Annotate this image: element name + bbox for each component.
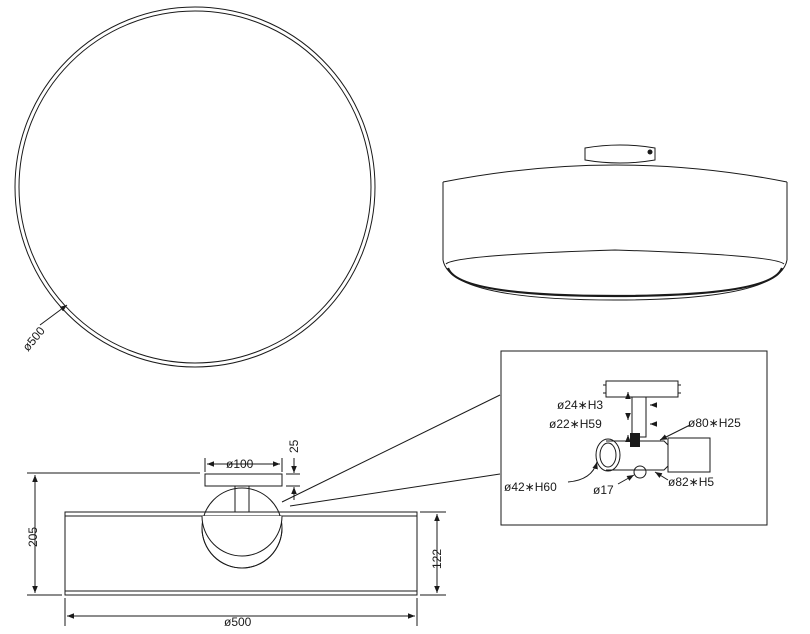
perspective-shade-rim [445, 249, 785, 265]
detail-lamp-holder [667, 437, 711, 473]
canopy-diameter-label: ø100 [226, 457, 254, 471]
side-rod [234, 485, 250, 513]
shade-width-label: ø500 [224, 615, 252, 629]
side-view: ø100 25 205 122 ø500 [26, 394, 501, 629]
detail-leader-top [281, 394, 501, 503]
perspective-canopy-screw [647, 149, 653, 155]
detail-ring-leader [659, 424, 691, 441]
detail-knob-label: ø17 [593, 483, 614, 497]
detail-body-leader [567, 461, 598, 483]
top-view: ø500 [14, 6, 376, 368]
detail-socket-ring-label: ø80∗H25 [688, 416, 741, 430]
detail-knob [633, 465, 647, 479]
detail-socket-ring [630, 433, 640, 447]
detail-mount-plate [603, 380, 681, 398]
canopy-height-label: 25 [287, 439, 301, 453]
top-view-diameter-leader [39, 304, 68, 326]
side-bulb-cover [201, 515, 283, 557]
detail-rod-label: ø22∗H59 [549, 417, 602, 431]
side-canopy [204, 473, 283, 487]
top-view-outer-circle [14, 6, 376, 368]
detail-socket-body-label: ø42∗H60 [504, 480, 557, 494]
detail-flange-label: ø82∗H5 [668, 475, 714, 489]
perspective-view [442, 144, 788, 301]
detail-socket-outer [595, 438, 621, 472]
detail-view: ø24∗H3 ø22∗H59 ø80∗H25 ø42∗H60 ø17 ø82∗H… [500, 350, 768, 526]
detail-mount-plate-label: ø24∗H3 [557, 398, 603, 412]
detail-frame [500, 350, 768, 526]
perspective-shade-bottom-inner [446, 267, 784, 298]
shade-height-label: 122 [430, 549, 444, 569]
perspective-shade-top [442, 164, 788, 183]
detail-flange-leader [654, 471, 669, 481]
detail-socket-inner [599, 442, 617, 468]
total-height-label: 205 [26, 527, 40, 547]
detail-rod [631, 396, 647, 438]
detail-leader-bottom [289, 473, 501, 507]
top-view-diameter-label: ø500 [20, 324, 49, 354]
side-bulb-visible [201, 527, 283, 569]
top-view-inner-circle [18, 10, 372, 364]
side-shade [64, 511, 418, 596]
perspective-canopy [584, 144, 656, 164]
perspective-shade-bottom-outer [442, 259, 788, 301]
detail-knob-leader [617, 474, 635, 485]
